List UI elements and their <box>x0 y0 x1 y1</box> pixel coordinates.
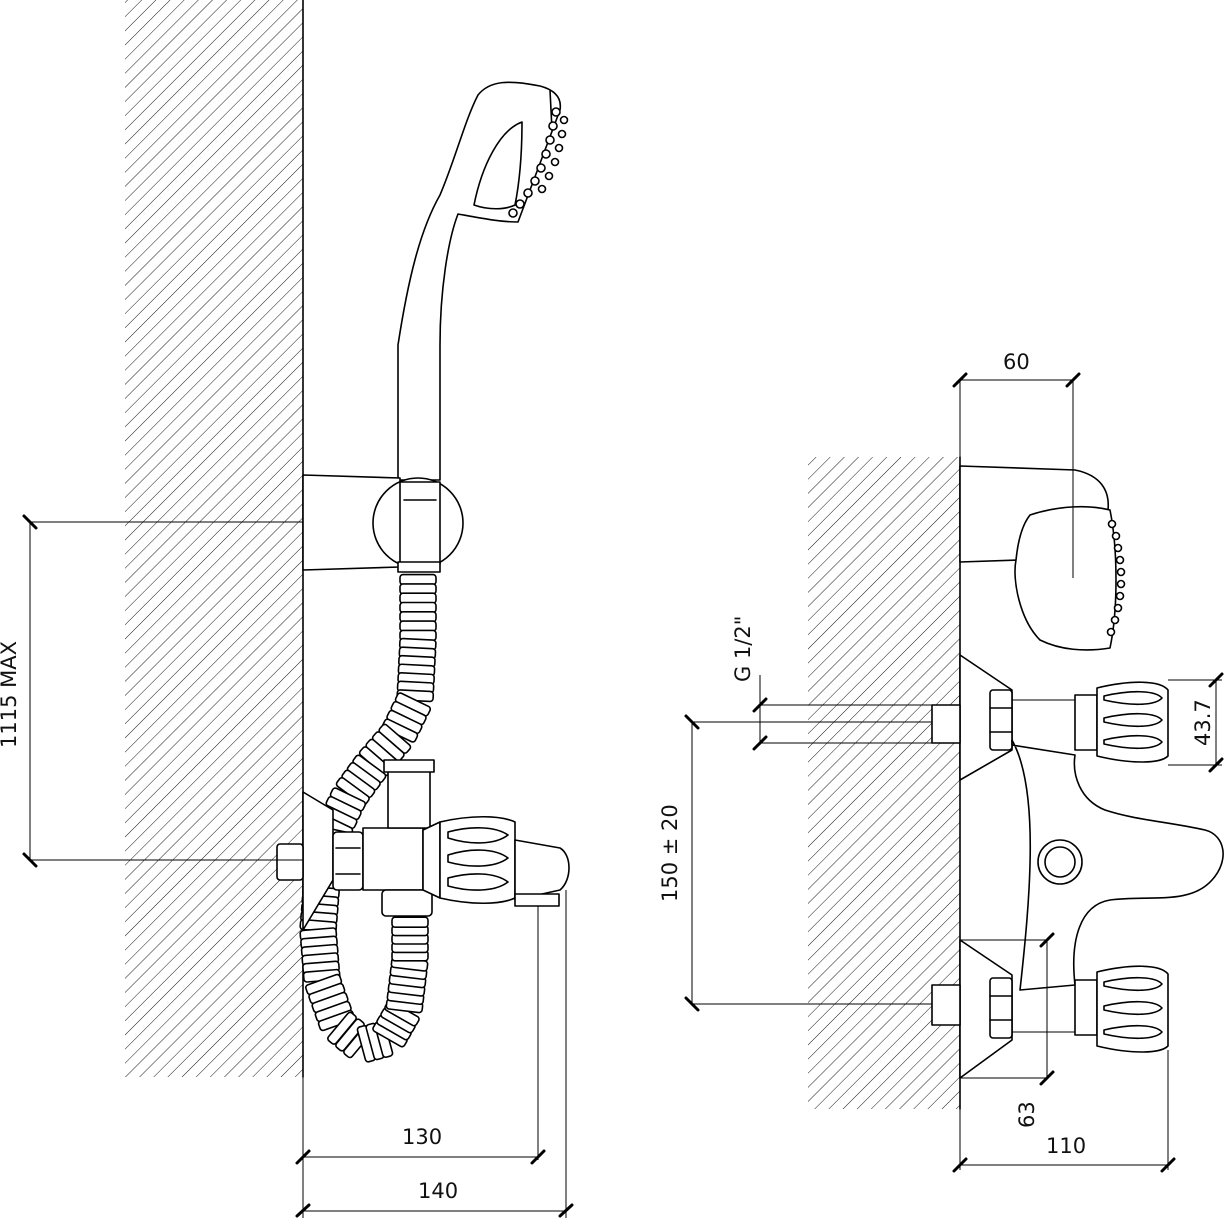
mixer-front <box>931 654 1224 1079</box>
dimension-63: 63 <box>960 932 1055 1128</box>
front-nozzles <box>1106 519 1126 637</box>
side-view: 1115 MAX 130 140 <box>0 0 574 1218</box>
dim-label-60: 60 <box>1003 350 1030 374</box>
mixer-side <box>276 759 570 931</box>
dim-label-1115: 1115 MAX <box>0 641 21 748</box>
front-view: 60 G 1/2" 150 ± 20 43.7 <box>658 350 1224 1173</box>
dimension-150: 150 ± 20 <box>658 714 932 1012</box>
dim-label-43-7: 43.7 <box>1191 699 1215 746</box>
dimension-130: 130 <box>295 906 546 1218</box>
hose-coil <box>391 916 429 929</box>
dim-label-63: 63 <box>1015 1101 1039 1128</box>
dimension-1115: 1115 MAX <box>0 514 303 868</box>
dimension-60: 60 <box>952 350 1081 466</box>
dim-label-140: 140 <box>418 1179 458 1203</box>
dim-label-110: 110 <box>1046 1134 1086 1158</box>
dimension-43-7: 43.7 <box>1168 672 1224 773</box>
nozzles <box>508 107 569 218</box>
dim-label-thread: G 1/2" <box>731 616 755 682</box>
dimension-140: 140 <box>295 890 574 1218</box>
shower-holder <box>302 474 464 573</box>
hand-shower <box>397 81 569 481</box>
front-shower-head <box>959 380 1126 651</box>
dim-label-150: 150 ± 20 <box>658 804 682 902</box>
dimension-thread: G 1/2" <box>731 616 932 751</box>
dim-label-130: 130 <box>402 1125 442 1149</box>
dimension-110: 110 <box>952 1050 1176 1173</box>
wall-hatch-left <box>125 0 303 1077</box>
hose-coil <box>399 573 437 586</box>
hose-coil <box>399 620 437 632</box>
